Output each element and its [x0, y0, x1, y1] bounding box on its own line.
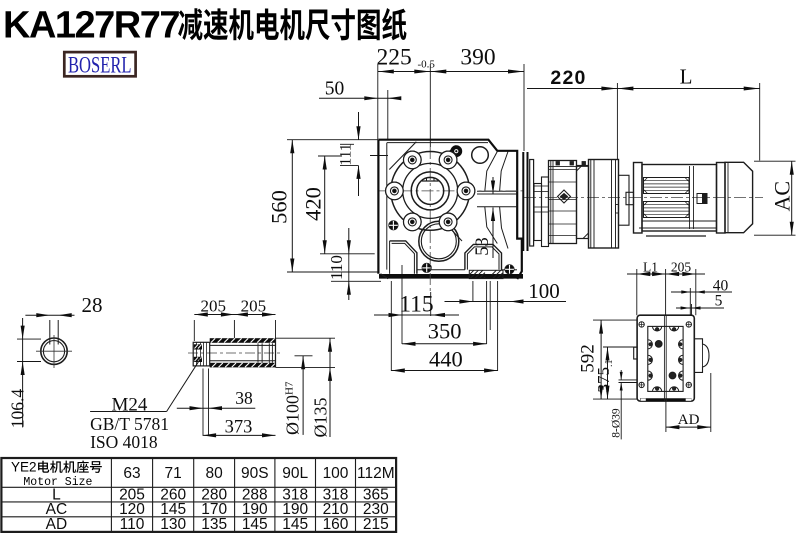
svg-text:110: 110: [120, 516, 145, 533]
svg-text:63: 63: [123, 465, 140, 482]
svg-text:111: 111: [338, 143, 355, 165]
svg-text:225: 225: [377, 45, 412, 71]
svg-text:170: 170: [201, 501, 227, 518]
svg-text:190: 190: [282, 501, 308, 518]
svg-text:318: 318: [323, 486, 349, 503]
svg-text:-0.5: -0.5: [418, 59, 436, 71]
svg-text:71: 71: [165, 465, 182, 482]
svg-text:160: 160: [323, 516, 349, 533]
svg-text:90S: 90S: [241, 465, 269, 482]
svg-text:40: 40: [713, 278, 729, 295]
svg-text:373: 373: [225, 418, 253, 438]
svg-text:440: 440: [429, 346, 463, 371]
svg-text:135: 135: [201, 516, 227, 533]
svg-text:L1: L1: [643, 260, 658, 275]
svg-text:KA127R77: KA127R77: [3, 4, 179, 46]
svg-text:205: 205: [119, 486, 145, 503]
svg-text:280: 280: [201, 486, 227, 503]
svg-text:5: 5: [715, 293, 723, 310]
svg-text:205: 205: [201, 297, 227, 316]
svg-text:205: 205: [241, 297, 267, 316]
svg-text:90L: 90L: [282, 465, 308, 482]
svg-text:53: 53: [473, 237, 493, 256]
svg-text:ISO 4018: ISO 4018: [90, 432, 158, 452]
svg-text:560: 560: [267, 190, 292, 224]
svg-text:145: 145: [160, 501, 186, 518]
svg-text:390: 390: [460, 45, 495, 71]
svg-text:AC: AC: [46, 501, 68, 518]
svg-text:50: 50: [325, 78, 345, 99]
svg-text:M24: M24: [112, 395, 148, 416]
svg-text:210: 210: [323, 501, 349, 518]
svg-text:110: 110: [327, 255, 346, 280]
svg-text:205: 205: [671, 260, 692, 275]
svg-text:130: 130: [160, 516, 186, 533]
svg-text:38: 38: [235, 388, 253, 408]
svg-text:L: L: [680, 65, 693, 89]
svg-text:288: 288: [242, 486, 268, 503]
svg-text:350: 350: [428, 319, 462, 344]
svg-text:AD: AD: [46, 516, 68, 533]
svg-text:230: 230: [363, 501, 389, 518]
svg-text:120: 120: [119, 501, 145, 518]
svg-text:318: 318: [282, 486, 308, 503]
svg-text:375.1: 375.1: [594, 360, 615, 393]
svg-text:115: 115: [399, 292, 433, 318]
svg-text:106.4: 106.4: [8, 389, 28, 429]
svg-text:365: 365: [363, 486, 389, 503]
svg-text:220: 220: [550, 67, 586, 89]
svg-text:AD: AD: [678, 412, 700, 428]
svg-text:Ø135: Ø135: [311, 398, 331, 438]
svg-text:Motor Size: Motor Size: [23, 476, 92, 489]
svg-text:AC: AC: [769, 181, 794, 212]
svg-text:592: 592: [578, 344, 599, 373]
svg-text:215: 215: [363, 516, 389, 533]
svg-text:190: 190: [242, 501, 268, 518]
svg-text:100: 100: [528, 279, 560, 303]
svg-text:145: 145: [282, 516, 308, 533]
svg-text:420: 420: [301, 187, 326, 221]
svg-text:BOSERL: BOSERL: [68, 53, 132, 78]
svg-text:100: 100: [323, 465, 349, 482]
svg-text:112M: 112M: [357, 465, 395, 482]
svg-text:8-Ø39: 8-Ø39: [610, 408, 622, 438]
svg-text:L: L: [52, 486, 61, 503]
svg-text:28: 28: [82, 293, 103, 317]
svg-text:GB/T 5781: GB/T 5781: [90, 414, 169, 434]
svg-text:YE2: YE2: [11, 460, 37, 475]
svg-text:260: 260: [160, 486, 186, 503]
svg-text:80: 80: [206, 465, 224, 482]
svg-text:145: 145: [242, 516, 268, 533]
